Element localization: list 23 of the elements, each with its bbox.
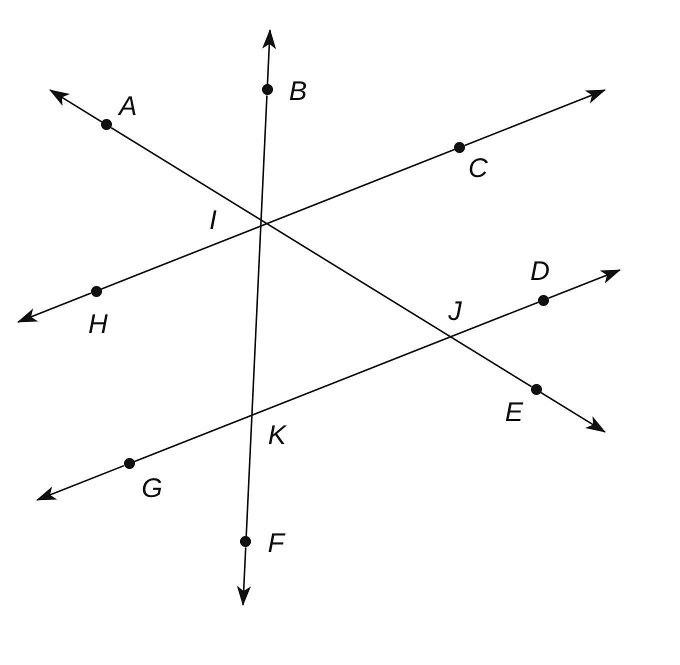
intersection-label: I [208,206,218,234]
point-label: H [87,310,109,338]
point-label: D [529,257,551,285]
intersection-label: J [447,297,463,325]
line-segment [134,301,539,462]
point-label: F [266,529,286,557]
arrow [464,89,606,146]
arrow [49,89,102,123]
arrow [236,547,251,606]
arrow [548,269,621,299]
arrow [540,392,606,433]
arrow [17,292,92,323]
point-label: B [288,77,308,105]
arrow [262,29,276,84]
line-segment [100,148,455,290]
point-label: G [140,474,164,502]
point-label: C [467,154,489,182]
arrow [36,464,124,501]
point-label: E [504,398,524,426]
line-segment [110,127,532,388]
point-label: A [116,92,138,120]
intersection-label: K [266,421,288,449]
line-segment [245,95,268,536]
